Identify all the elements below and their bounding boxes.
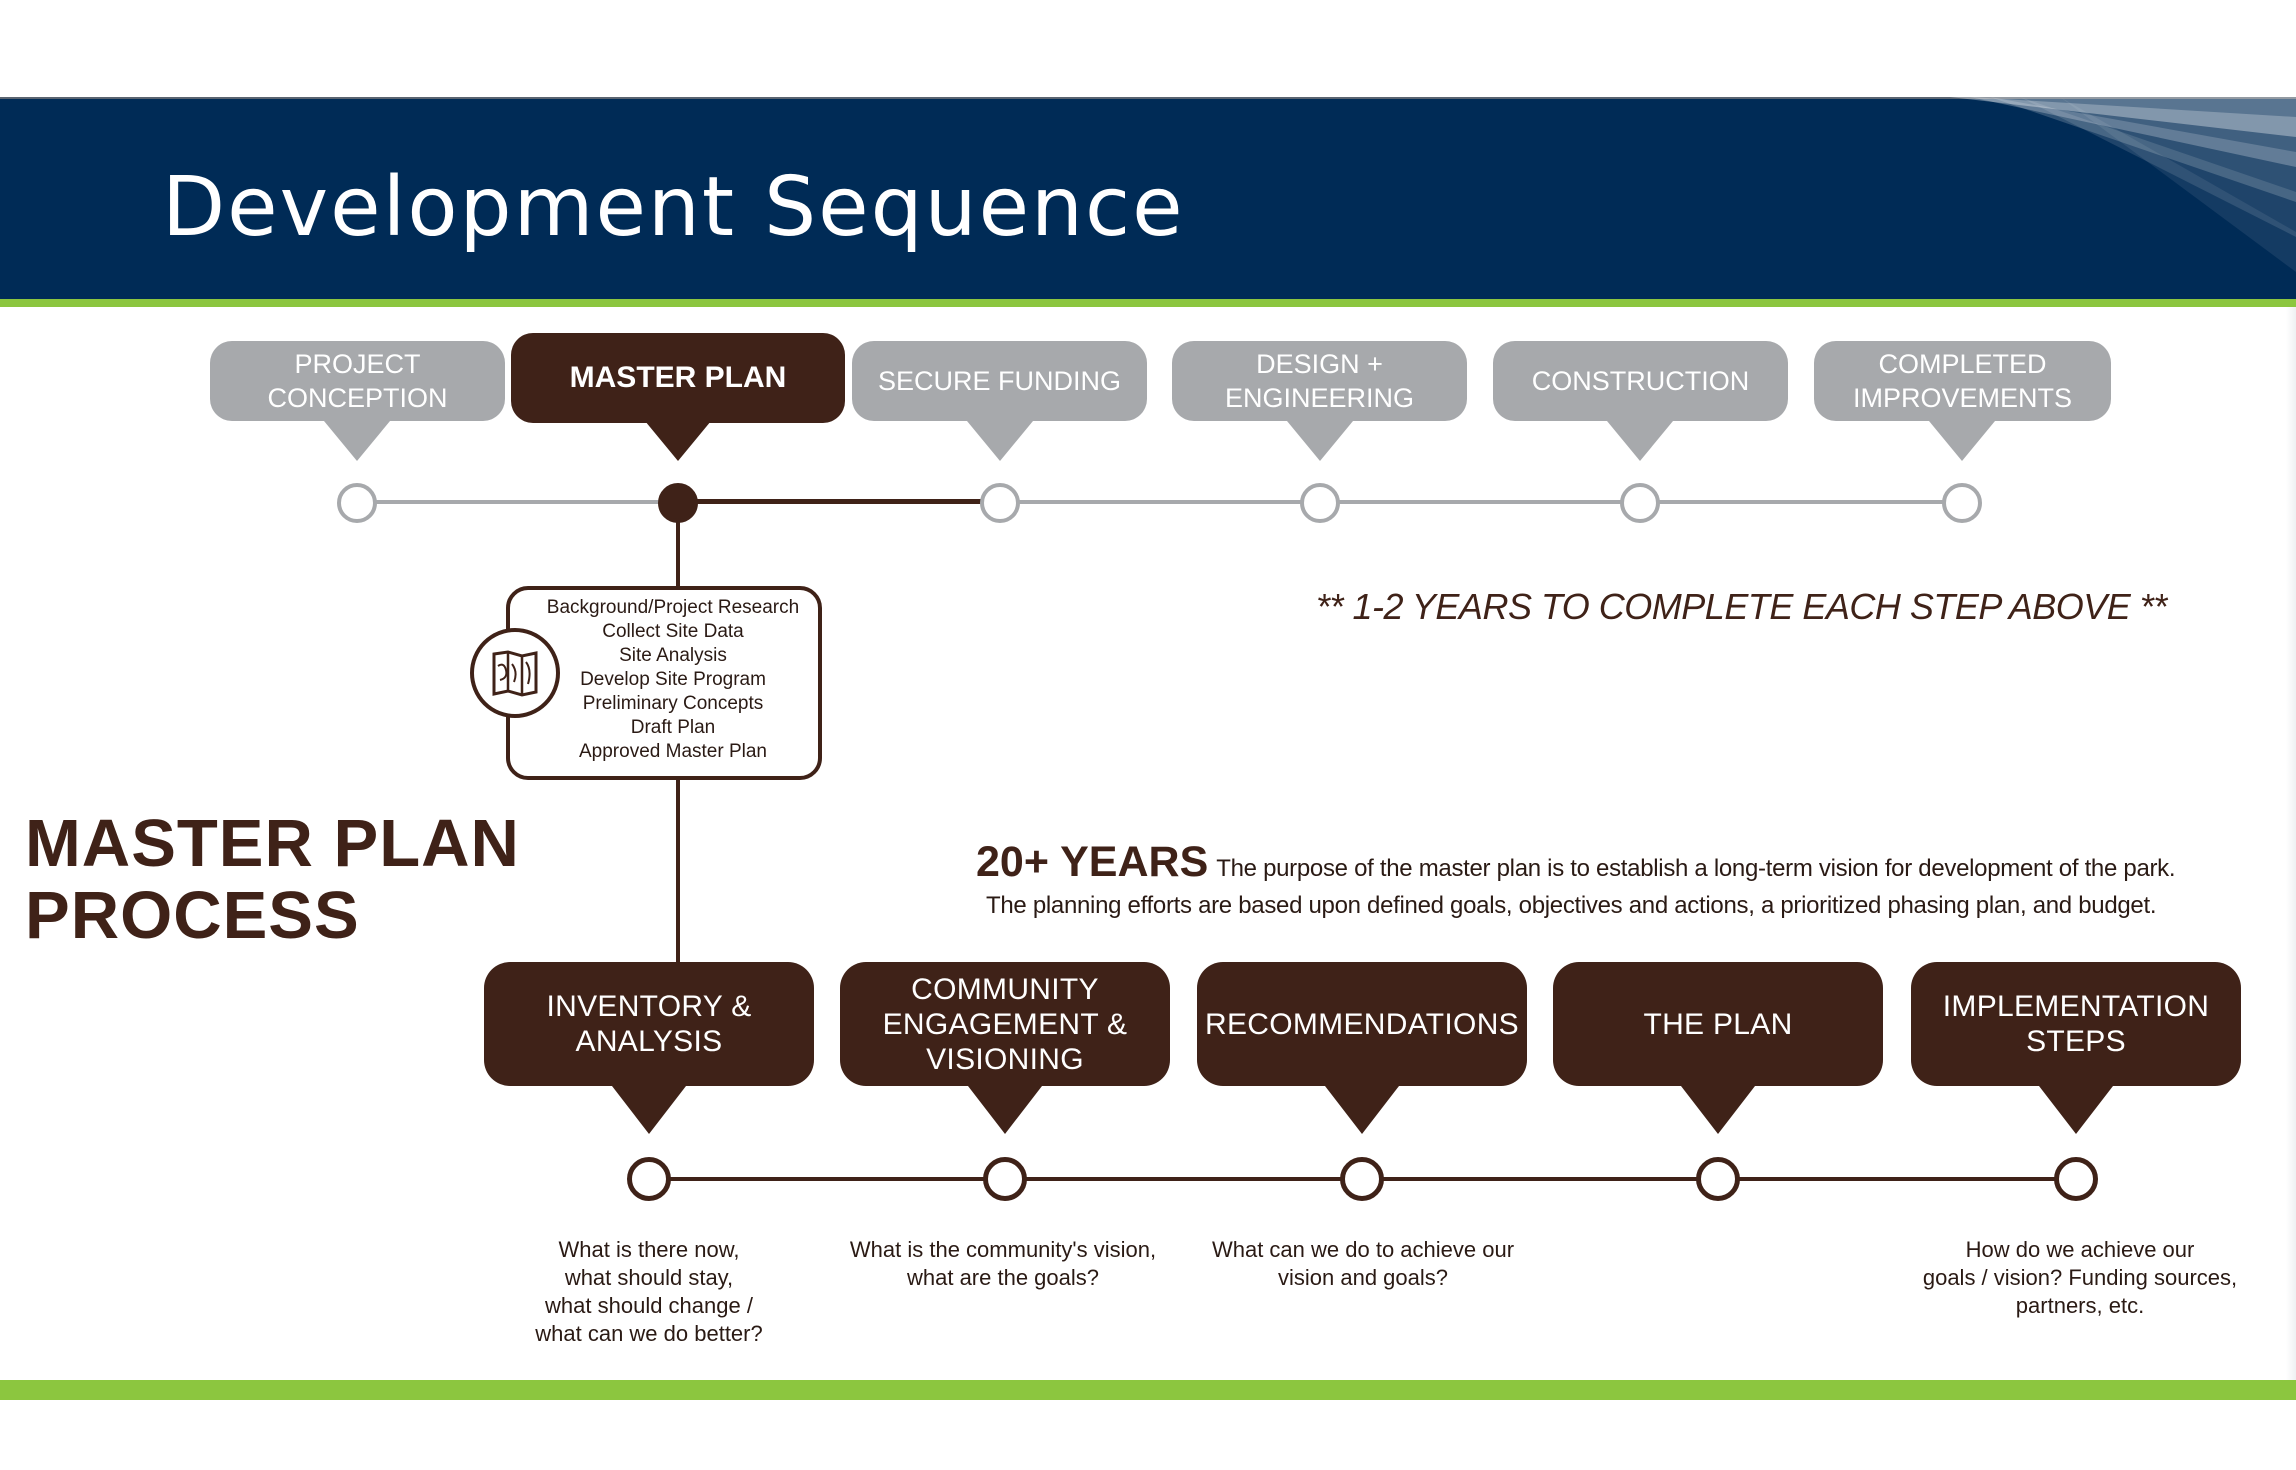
phase-pointer bbox=[968, 1086, 1042, 1134]
phase-node bbox=[1696, 1157, 1740, 1201]
right-edge-shade bbox=[2286, 307, 2296, 1380]
step-secure-funding: SECURE FUNDING bbox=[852, 341, 1147, 421]
question-line: vision and goals? bbox=[1277, 1265, 1448, 1290]
question-line: goals / vision? Funding sources, bbox=[1922, 1265, 2238, 1290]
map-icon bbox=[470, 628, 560, 718]
slide-title: Development Sequence bbox=[162, 160, 1185, 255]
question-line: What is there now, bbox=[558, 1237, 740, 1262]
phase-question-community: What is the community's vision, what are… bbox=[833, 1236, 1173, 1292]
years-note: ** 1-2 YEARS TO COMPLETE EACH STEP ABOVE… bbox=[1316, 586, 2167, 627]
step-label-line: DESIGN + bbox=[1256, 349, 1383, 379]
purpose-headline: 20+ YEARS bbox=[976, 838, 1209, 886]
process-title-line: PROCESS bbox=[25, 878, 360, 953]
step-label-line: PROJECT bbox=[294, 349, 421, 379]
phase-pointer bbox=[2039, 1086, 2113, 1134]
phase-label-line: COMMUNITY bbox=[911, 972, 1099, 1006]
step-label-line: CONCEPTION bbox=[267, 383, 448, 413]
question-line: what should change / bbox=[545, 1293, 753, 1318]
step-construction: CONSTRUCTION bbox=[1493, 341, 1788, 421]
phase-label-line: STEPS bbox=[2026, 1025, 2126, 1058]
phase-recommendations: RECOMMENDATIONS bbox=[1197, 962, 1527, 1086]
timeline-active-segment bbox=[678, 499, 1000, 504]
phase-label-line: INVENTORY & bbox=[546, 990, 752, 1023]
phase-label-line: ENGAGEMENT & bbox=[882, 1007, 1128, 1041]
question-line: What is the community's vision, bbox=[849, 1237, 1157, 1262]
header-band bbox=[0, 97, 2296, 301]
phase-question-recommendations: What can we do to achieve our vision and… bbox=[1193, 1236, 1533, 1292]
question-line: what are the goals? bbox=[906, 1265, 1100, 1290]
step-node-active bbox=[658, 483, 698, 523]
step-project-conception: PROJECT CONCEPTION bbox=[210, 341, 505, 421]
phase-label-line: RECOMMENDATIONS bbox=[1205, 1007, 1519, 1041]
phase-pointer bbox=[1681, 1086, 1755, 1134]
step-pointer bbox=[324, 421, 390, 461]
step-node bbox=[1942, 483, 1982, 523]
question-line: How do we achieve our bbox=[1965, 1237, 2195, 1262]
phase-label-line: THE PLAN bbox=[1643, 1007, 1793, 1041]
step-pointer bbox=[1287, 421, 1353, 461]
process-title: MASTER PLAN PROCESS bbox=[25, 808, 520, 952]
step-label-line: CONSTRUCTION bbox=[1531, 366, 1750, 396]
step-pointer bbox=[1929, 421, 1995, 461]
phase-question-implementation: How do we achieve our goals / vision? Fu… bbox=[1910, 1236, 2250, 1320]
purpose-line-2: The planning efforts are based upon defi… bbox=[986, 892, 2157, 919]
step-node bbox=[980, 483, 1020, 523]
phase-node bbox=[627, 1157, 671, 1201]
question-line: what should stay, bbox=[564, 1265, 734, 1290]
step-label-line: COMPLETED bbox=[1878, 349, 2047, 379]
step-pointer bbox=[645, 421, 711, 461]
step-node bbox=[1300, 483, 1340, 523]
question-line: partners, etc. bbox=[2015, 1293, 2145, 1318]
footer-accent-bar bbox=[0, 1380, 2296, 1400]
step-node bbox=[337, 483, 377, 523]
question-line: what can we do better? bbox=[535, 1321, 763, 1346]
step-completed-improvements: COMPLETED IMPROVEMENTS bbox=[1814, 341, 2111, 421]
step-node bbox=[1620, 483, 1660, 523]
phase-node bbox=[983, 1157, 1027, 1201]
purpose-line-1: The purpose of the master plan is to est… bbox=[1216, 855, 2176, 882]
step-master-plan: MASTER PLAN bbox=[511, 333, 845, 423]
phase-inventory-analysis: INVENTORY &ANALYSIS bbox=[484, 962, 814, 1086]
header-accent-bar bbox=[0, 299, 2296, 307]
step-label-line: IMPROVEMENTS bbox=[1852, 383, 2073, 413]
task-item: Background/Project Research bbox=[546, 597, 800, 618]
task-item: Collect Site Data bbox=[602, 621, 744, 642]
phase-the-plan: THE PLAN bbox=[1553, 962, 1883, 1086]
step-pointer bbox=[1607, 421, 1673, 461]
task-item: Develop Site Program bbox=[580, 669, 766, 690]
phase-question-inventory: What is there now, what should stay, wha… bbox=[479, 1236, 819, 1348]
step-design-engineering: DESIGN + ENGINEERING bbox=[1172, 341, 1467, 421]
phase-label-line: ANALYSIS bbox=[575, 1025, 723, 1058]
step-label-line: MASTER PLAN bbox=[569, 361, 787, 394]
task-item: Preliminary Concepts bbox=[582, 693, 764, 714]
phase-label-line: VISIONING bbox=[926, 1042, 1084, 1076]
task-item: Site Analysis bbox=[619, 645, 727, 666]
phase-label-line: IMPLEMENTATION bbox=[1942, 990, 2210, 1023]
phase-node bbox=[2054, 1157, 2098, 1201]
timeline-track bbox=[356, 500, 1964, 504]
phase-pointer bbox=[612, 1086, 686, 1134]
header-swoosh-decoration bbox=[1950, 97, 2296, 272]
phase-pointer bbox=[1325, 1086, 1399, 1134]
purpose-statement: 20+ YEARS The purpose of the master plan … bbox=[976, 838, 2176, 887]
phase-node bbox=[1340, 1157, 1384, 1201]
step-pointer bbox=[967, 421, 1033, 461]
task-item: Approved Master Plan bbox=[579, 741, 767, 762]
task-item: Draft Plan bbox=[630, 717, 716, 738]
master-plan-task-list: Background/Project Research Collect Site… bbox=[512, 596, 834, 764]
step-label-line: ENGINEERING bbox=[1224, 383, 1415, 413]
question-line: What can we do to achieve our bbox=[1211, 1237, 1515, 1262]
process-title-line: MASTER PLAN bbox=[25, 806, 520, 881]
step-label-line: SECURE FUNDING bbox=[877, 366, 1121, 396]
